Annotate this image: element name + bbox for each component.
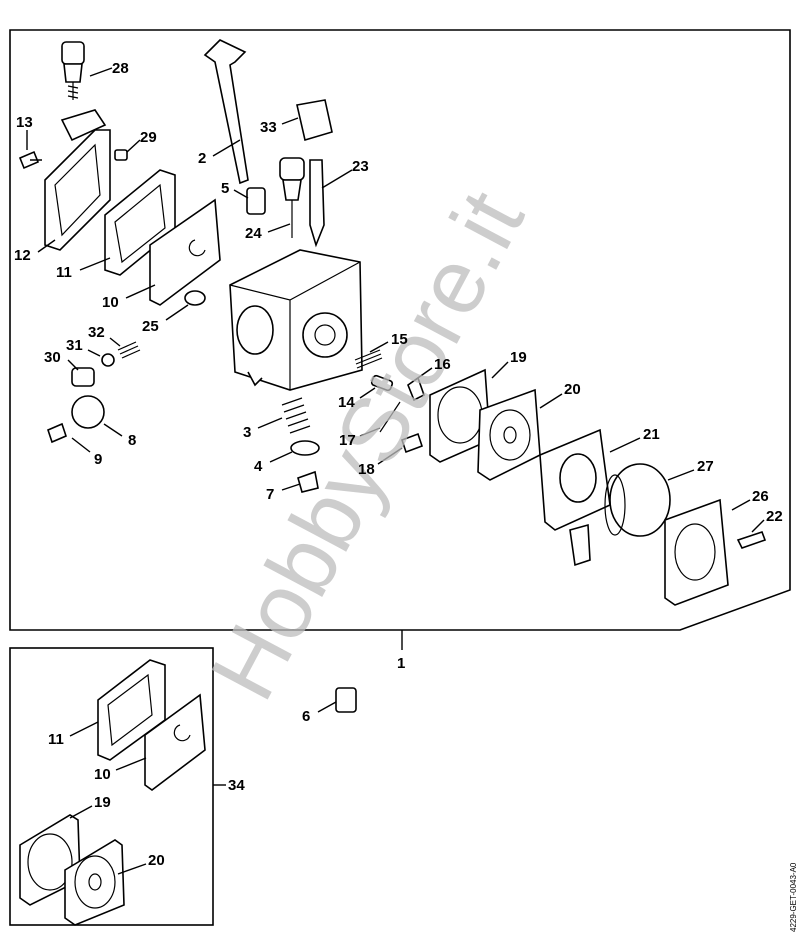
part-29-plug	[114, 149, 128, 161]
part-label: 1	[397, 655, 405, 672]
part-19-gasket	[429, 368, 491, 463]
part-17-pin	[379, 401, 401, 433]
main-assembly-frame	[9, 29, 791, 631]
part-22-screw	[736, 530, 767, 549]
part-label: 22	[766, 508, 783, 525]
part-label: 14	[338, 394, 355, 411]
part-label: 24	[245, 225, 262, 242]
part-8-plate	[71, 395, 105, 429]
part-label: 16	[434, 356, 451, 373]
part-label: 8	[128, 432, 136, 449]
part-20-diaphragm	[477, 388, 541, 481]
part-30-plug	[71, 367, 95, 387]
part-7-screw	[297, 470, 319, 493]
part-23-adjusting-screw	[309, 159, 325, 248]
part-label: 32	[88, 324, 105, 341]
part-label: 10	[102, 294, 119, 311]
part-25-screen	[184, 290, 206, 306]
part-label: 17	[339, 432, 356, 449]
part-6-sleeve	[335, 687, 357, 713]
part-label: 30	[44, 349, 61, 366]
part-28-adjusting-screw	[61, 41, 85, 100]
part-label: 5	[221, 180, 229, 197]
kit-part-10-diaphragm	[144, 693, 206, 791]
part-5-sleeve	[246, 187, 266, 215]
part-13-screw	[18, 150, 42, 170]
part-4-washer	[290, 440, 320, 456]
leader-lines	[26, 67, 765, 875]
part-drawings	[18, 39, 767, 926]
part-27-primer-bulb	[609, 463, 671, 537]
part-label: 28	[112, 60, 129, 77]
part-32-spring	[117, 341, 141, 359]
kit-part-20-diaphragm	[64, 839, 125, 926]
repair-kit-frame	[9, 647, 214, 926]
part-label: 34	[228, 777, 245, 794]
part-label: 9	[94, 451, 102, 468]
carburetor-body	[229, 249, 363, 391]
part-label: 25	[142, 318, 159, 335]
part-label: 12	[14, 247, 31, 264]
part-24-adjusting-screw	[279, 157, 305, 238]
part-label: 11	[56, 264, 72, 281]
part-33-cap	[296, 99, 333, 142]
part-label: 19	[510, 349, 527, 366]
part-label: 29	[140, 129, 157, 146]
part-label: 19	[94, 794, 111, 811]
part-label: 20	[148, 852, 165, 869]
part-2-throttle-shaft	[203, 39, 249, 185]
part-16-control-lever	[407, 376, 425, 402]
part-label: 11	[48, 731, 64, 748]
part-label: 27	[697, 458, 714, 475]
part-label: 18	[358, 461, 375, 478]
part-label: 33	[260, 119, 277, 136]
part-label: 20	[564, 381, 581, 398]
part-labels: 28 13 29 2 33 23 5 24 12 11 10 25 32 31 …	[14, 60, 783, 869]
part-label: 7	[266, 486, 274, 503]
part-18-screw	[400, 432, 424, 454]
part-label: 23	[352, 158, 369, 175]
part-label: 31	[66, 337, 83, 354]
part-label: 6	[302, 708, 310, 725]
drawing-code: 4229-GET-0043-A0	[789, 862, 798, 932]
part-label: 13	[16, 114, 33, 131]
part-label: 26	[752, 488, 769, 505]
part-label: 10	[94, 766, 111, 783]
part-label: 2	[198, 150, 206, 167]
part-9-screw	[47, 422, 67, 444]
part-15-spring	[354, 349, 383, 369]
part-3-spring	[281, 397, 311, 434]
part-31-o-ring	[101, 353, 115, 367]
part-26-flange	[664, 498, 729, 606]
part-label: 4	[254, 458, 263, 475]
part-label: 3	[243, 424, 251, 441]
part-label: 15	[391, 331, 408, 348]
part-10-diaphragm	[149, 198, 221, 306]
part-label: 21	[643, 426, 660, 443]
part-14-inlet-needle	[370, 374, 394, 392]
part-12-cover	[44, 129, 111, 251]
